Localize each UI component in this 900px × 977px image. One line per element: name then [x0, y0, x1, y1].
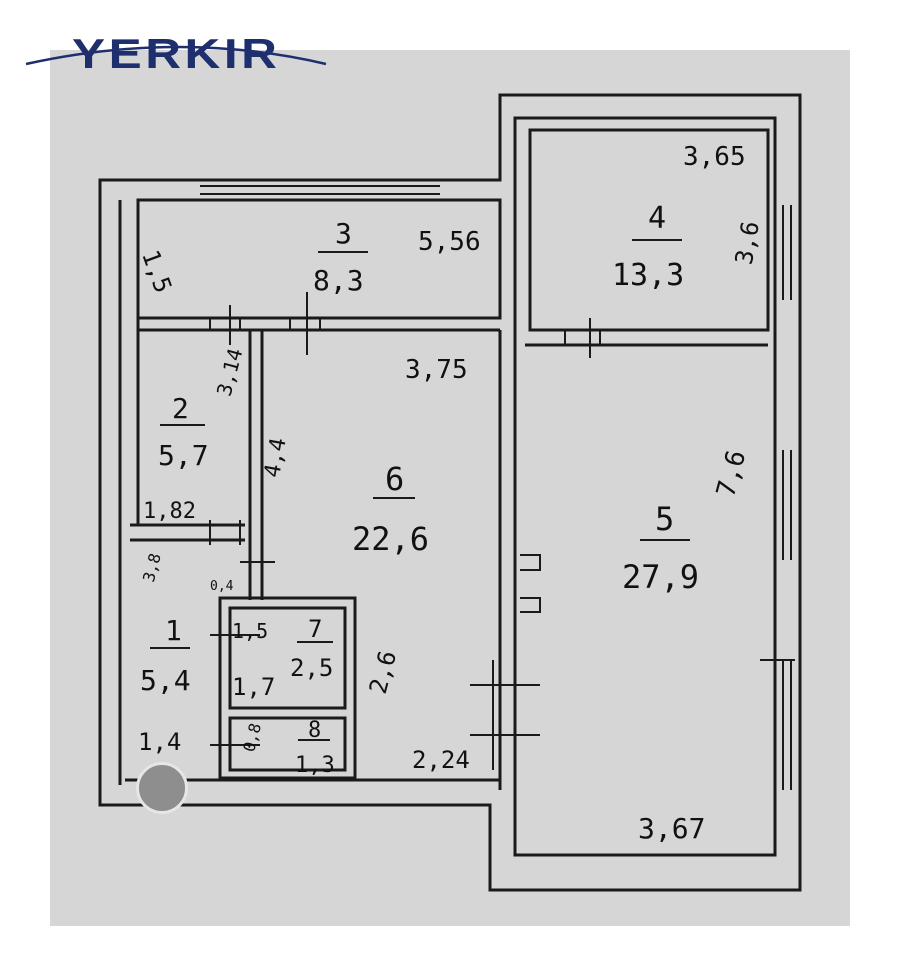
logo-swoosh: [25, 45, 327, 66]
dimension-label: 0,4: [210, 579, 234, 594]
room-4-number: 4: [648, 201, 666, 236]
room-3-number: 3: [335, 217, 352, 250]
dimension-label: 3,8: [139, 551, 165, 584]
room-8-number: 8: [308, 718, 321, 743]
dimension-label: 3,65: [683, 142, 746, 172]
dimension-label: 3,75: [405, 355, 468, 385]
room-7-number: 7: [308, 615, 322, 643]
room-4-area: 13,3: [612, 258, 684, 293]
room-2-area: 5,7: [158, 439, 209, 472]
dimension-label: 1,82: [143, 499, 196, 524]
dimension-label: 3,6: [730, 219, 765, 267]
room-1-number: 1: [165, 614, 182, 647]
marker-dot: [136, 762, 188, 814]
room-6-area: 22,6: [352, 520, 429, 558]
dimension-label: 3,14: [212, 346, 248, 399]
room-1-area: 5,4: [140, 664, 191, 697]
dimension-label: 5,56: [418, 227, 481, 257]
room-5-number: 5: [655, 500, 674, 538]
dimension-label: 2,24: [412, 746, 470, 774]
dimension-label: 2,6: [364, 648, 402, 697]
room-7-area: 2,5: [290, 654, 333, 682]
dimension-label: 7,6: [711, 447, 752, 500]
dimension-label: 1,4: [138, 728, 181, 756]
dimension-label: 4,4: [260, 436, 292, 479]
dimension-label: 1,5: [136, 246, 177, 296]
room-5-area: 27,9: [622, 558, 699, 596]
room-2-number: 2: [172, 392, 189, 425]
dimension-label: 0,8: [239, 721, 265, 754]
walls: [98, 93, 802, 892]
brand-logo: YERKIR: [20, 18, 340, 78]
dimension-label: 1,5: [232, 619, 268, 643]
room-3-area: 8,3: [313, 264, 364, 297]
dimension-label: 1,7: [232, 673, 275, 701]
dimension-label: 3,67: [638, 812, 705, 845]
brand-logo-text: YERKIR: [72, 30, 281, 77]
room-8-area: 1,3: [295, 753, 335, 778]
room-6-number: 6: [385, 460, 404, 498]
